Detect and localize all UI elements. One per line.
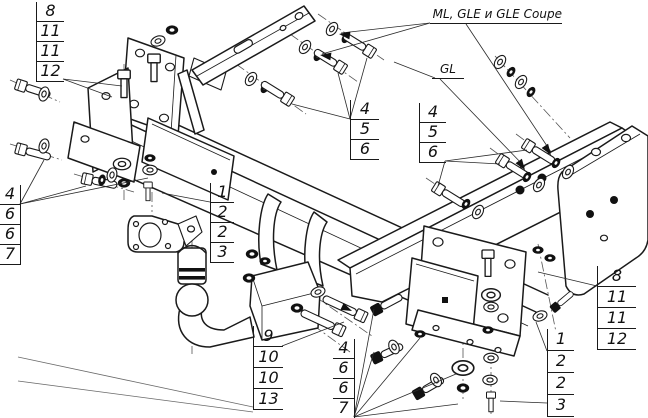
- callout-number: 6: [420, 143, 446, 163]
- callout-number: 4: [420, 103, 446, 123]
- callout-number: 1: [548, 329, 574, 351]
- callout-stack-center-left: 1 2 2 3: [210, 183, 234, 263]
- callout-number: 6: [0, 205, 20, 225]
- callout-number: 3: [548, 395, 574, 417]
- callout-number: 2: [548, 351, 574, 373]
- callout-number: 7: [333, 399, 354, 418]
- callout-number: 4: [333, 339, 354, 359]
- callout-stack-left: 4 6 6 7: [0, 185, 21, 265]
- leader-lines: [17, 22, 598, 418]
- callout-stack-mid-b: 4 5 6: [419, 103, 446, 163]
- u-strap: [141, 117, 235, 201]
- label-vehicle-model-gl: GL: [432, 61, 464, 79]
- ball-support-fork: [249, 193, 328, 341]
- end-plate: [557, 125, 648, 296]
- callout-number: 9: [254, 326, 283, 347]
- callout-number: 4: [0, 185, 20, 205]
- left-bracket-assembly: [67, 37, 235, 201]
- callout-number: 5: [420, 123, 446, 143]
- callout-stack-mid-a: 4 5 6: [350, 100, 379, 160]
- callout-number: 11: [598, 287, 636, 308]
- tow-ball: [175, 244, 255, 348]
- callout-number: 6: [333, 379, 354, 399]
- callout-number: 5: [351, 120, 379, 140]
- callout-number: 2: [548, 373, 574, 395]
- callout-number: 11: [37, 42, 64, 62]
- callout-number: 8: [37, 2, 64, 22]
- callout-number: 4: [351, 100, 379, 120]
- callout-stack-bottom-right: 1 2 2 3: [547, 329, 574, 417]
- callout-number: 7: [0, 245, 20, 265]
- callout-number: 2: [211, 223, 234, 243]
- callout-number: 12: [598, 329, 636, 350]
- ball-neck: [177, 307, 255, 348]
- receiver-housing: [249, 261, 321, 341]
- callout-number: 11: [598, 308, 636, 329]
- callout-stack-bottom-center: 4 6 6 7: [333, 339, 355, 418]
- callout-stack-top-left: 8 11 11 12: [36, 2, 64, 82]
- callout-number: 2: [211, 203, 234, 223]
- callout-number: 6: [351, 140, 379, 160]
- callout-stack-ball: 9 10 10 13: [253, 326, 283, 410]
- diagonal-strut: [177, 69, 205, 135]
- top-arm: [191, 5, 316, 86]
- callout-number: 11: [37, 22, 64, 42]
- callout-number: 13: [254, 389, 283, 410]
- callout-number: 10: [254, 368, 283, 389]
- callout-number: 12: [37, 62, 64, 82]
- label-vehicle-models-ml-gle: ML, GLE и GLE Coupe: [430, 6, 562, 24]
- callout-number: 6: [0, 225, 20, 245]
- callout-number: 8: [598, 266, 636, 287]
- ball-sphere: [175, 283, 209, 317]
- callout-number: 6: [333, 359, 354, 379]
- right-bracket-assembly: [405, 225, 527, 357]
- callout-number: 10: [254, 347, 283, 368]
- callout-stack-right: 8 11 11 12: [597, 266, 636, 350]
- callout-number: 1: [211, 183, 234, 203]
- socket-bracket: [127, 215, 203, 253]
- callout-number: 3: [211, 243, 234, 263]
